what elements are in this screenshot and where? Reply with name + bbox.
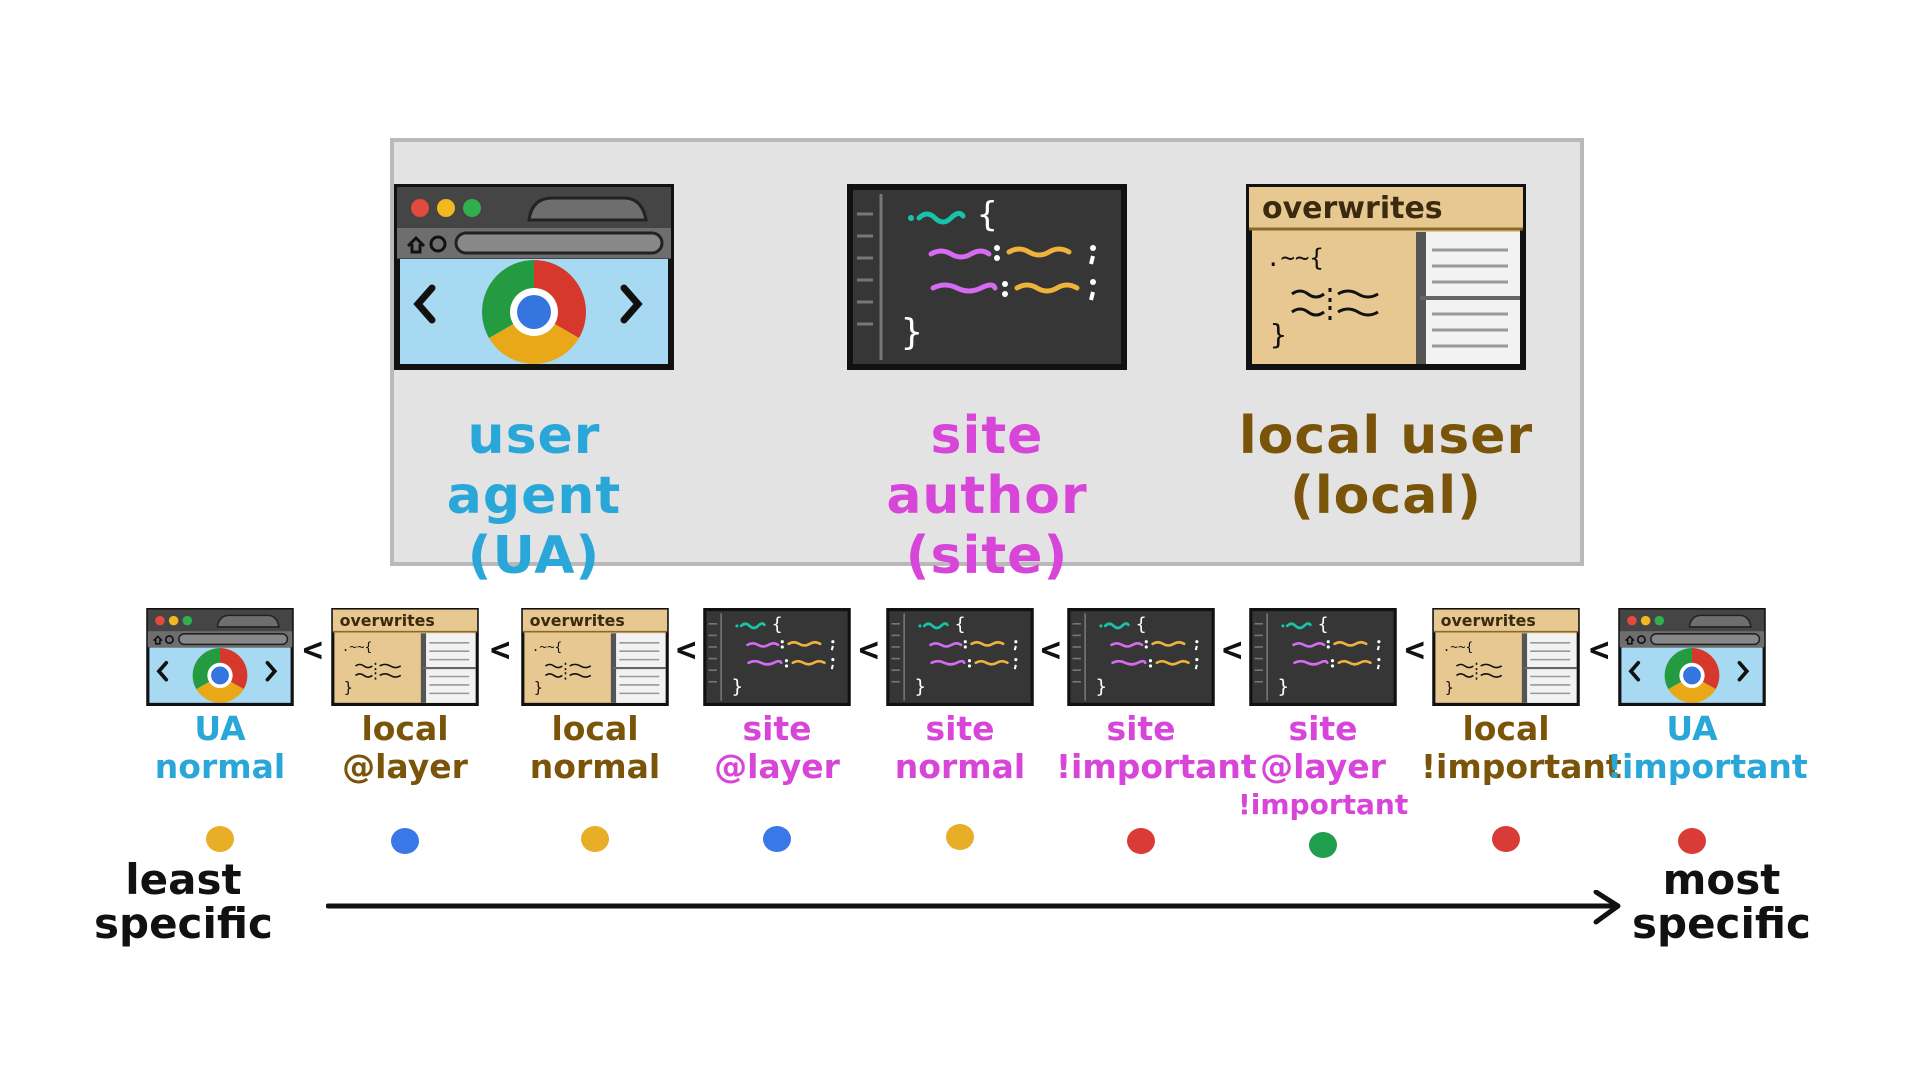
cascade-step: site!important [1056,608,1257,786]
cascade-step-dot [581,826,609,852]
origin-local-user: local user (local) [1236,184,1536,526]
arrow-head-icon [1593,890,1621,925]
cascade-step-line2: !important [1607,747,1808,786]
cascade-step-line2: !important [1421,747,1622,786]
less-than-separator: < [1404,630,1425,670]
cascade-step-label: local!important [1421,709,1622,786]
cascade-step-dot [1309,832,1337,858]
less-than-separator: < [1222,630,1243,670]
local-user-overwrites-icon [521,608,669,706]
cascade-step-line2: @layer [714,747,840,786]
cascade-step-line1: site [1106,709,1176,748]
less-than-separator: < [490,630,511,670]
origin-site-line1: site author [886,406,1088,526]
local-user-overwrites-icon [1246,184,1526,370]
axis-left-line2: specific [94,899,273,948]
origin-local-line1: local user [1238,406,1534,466]
site-author-code-editor-icon [886,608,1034,706]
cascade-step: site@layer [692,608,862,786]
site-author-code-editor-icon [1249,608,1397,706]
axis-right-line1: most [1662,855,1781,904]
cascade-step-line1: local [1462,709,1550,748]
cascade-step-line3: !important [1238,788,1409,821]
origin-site-author: site author (site) [837,184,1137,586]
less-than-separator: < [676,630,697,670]
cascade-step-line2: !important [1056,747,1257,786]
cascade-step: local@layer [320,608,490,786]
local-user-overwrites-icon [331,608,479,706]
site-author-code-editor-icon [847,184,1127,370]
cascade-step-label: local@layer [320,710,490,786]
cascade-step-label: site@layer!important [1238,710,1408,824]
site-author-code-editor-icon [1067,608,1215,706]
cascade-step-dot [391,828,419,854]
cascade-step-line1: UA [1666,709,1718,748]
cascade-step-line2: normal [894,747,1026,786]
cascade-step-dot [1492,826,1520,852]
cascade-step-dot [763,826,791,852]
cascade-step: local!important [1421,608,1622,786]
cascade-step-line1: site [1288,709,1358,748]
user-agent-browser-icon [394,184,674,370]
less-than-separator: < [858,630,879,670]
local-user-overwrites-icon [1432,608,1580,706]
origin-site-line2: (site) [905,526,1069,586]
origin-local-user-label: local user (local) [1236,406,1536,526]
origin-site-author-label: site author (site) [837,406,1137,586]
axis-right-line2: specific [1632,899,1811,948]
cascade-step-line1: local [551,709,639,748]
cascade-step-line2: normal [529,747,661,786]
user-agent-browser-icon [146,608,294,706]
cascade-step-label: site@layer [692,710,862,786]
cascade-step-line2: normal [154,747,286,786]
origins-panel: user agent (UA) site author (site) local… [390,138,1584,586]
cascade-step: site@layer!important [1238,608,1408,824]
specificity-arrow [326,890,1621,925]
cascade-step-dot [946,824,974,850]
origin-user-agent: user agent (UA) [384,184,684,586]
origin-local-line2: (local) [1290,466,1482,526]
less-than-separator: < [1589,630,1610,670]
cascade-step-dot [1127,828,1155,854]
cascade-step-line1: site [742,709,812,748]
cascade-step: UA!important [1607,608,1808,786]
cascade-step-line2: @layer [1260,747,1386,786]
origin-ua-line1: user agent [446,406,622,526]
less-than-separator: < [1040,630,1061,670]
cascade-step-line1: local [361,709,449,748]
less-than-separator: < [302,630,323,670]
cascade-step-dot [206,826,234,852]
axis-right-label: most specific [1632,858,1811,946]
site-author-code-editor-icon [703,608,851,706]
cascade-step-line1: UA [194,709,246,748]
cascade-step-label: UA!important [1607,709,1808,786]
axis-left-label: least specific [94,858,273,946]
user-agent-browser-icon [1618,608,1766,706]
axis-left-line1: least [125,855,242,904]
cascade-step-line2: @layer [342,747,468,786]
cascade-step-line1: site [925,709,995,748]
origin-user-agent-label: user agent (UA) [384,406,684,586]
cascade-step-dot [1678,828,1706,854]
origin-ua-line2: (UA) [467,526,601,586]
cascade-step-label: site!important [1056,709,1257,786]
